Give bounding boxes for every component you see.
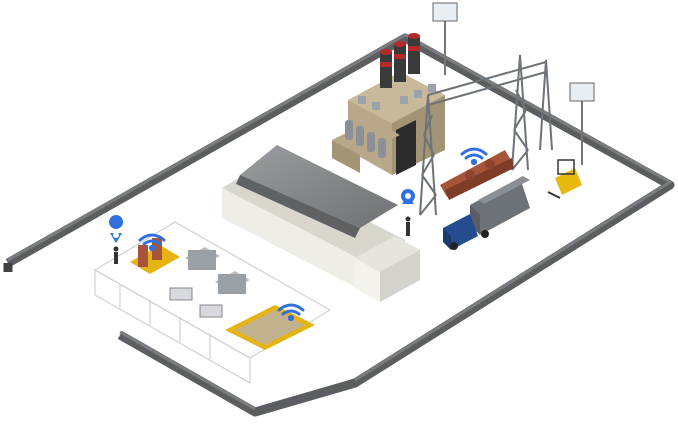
compressors [345, 120, 386, 158]
substation-fence [94, 221, 331, 384]
transformers [130, 238, 315, 350]
chimneys [380, 33, 420, 88]
location-pin-icon [109, 189, 415, 243]
warehouse [222, 145, 420, 302]
windows [358, 84, 436, 110]
perimeter-wall [3, 33, 675, 417]
light-poles [432, 2, 595, 165]
wifi-signal-icon [138, 147, 488, 322]
delivery-truck [443, 176, 530, 250]
transmission-towers [419, 54, 553, 216]
workers [113, 216, 411, 264]
forklift [547, 159, 582, 199]
copper-pipes [440, 150, 514, 200]
